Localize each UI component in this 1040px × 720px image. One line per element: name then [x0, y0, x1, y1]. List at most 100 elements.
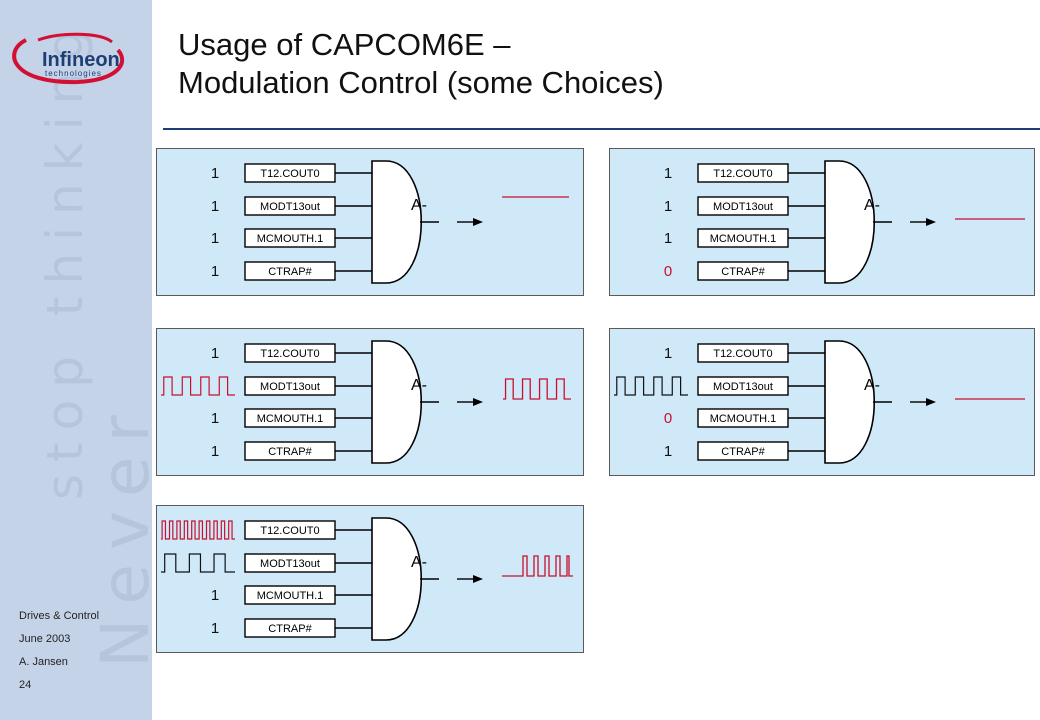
- box-modt13out: [697, 376, 789, 396]
- input-value: 1: [211, 620, 219, 637]
- box-modt13out: [697, 196, 789, 216]
- box-t12-cout0: [244, 163, 336, 183]
- box-ctrap: [697, 261, 789, 281]
- output-waveform: [503, 378, 571, 400]
- input-value: 1: [211, 165, 219, 182]
- and-gate-symbol: [824, 340, 875, 464]
- input-value: 1: [211, 587, 219, 604]
- arrow-head-icon: [926, 218, 936, 226]
- box-mcmouth1: [697, 228, 789, 248]
- footer-author: A. Jansen: [19, 656, 68, 668]
- box-mcmouth1-label: MCMOUTH.1: [257, 233, 324, 245]
- input-value: 1: [211, 263, 219, 280]
- box-ctrap: [244, 618, 336, 638]
- input-value: 1: [211, 345, 219, 362]
- box-t12-cout0: [697, 163, 789, 183]
- box-t12-cout0: [244, 343, 336, 363]
- arrow-head-icon: [926, 398, 936, 406]
- arrow-head-icon: [473, 218, 483, 226]
- output-waveform: [502, 555, 573, 577]
- watermark-stop-thinking: stop thinking: [36, 17, 94, 500]
- input-value: 1: [211, 230, 219, 247]
- gate-label: A-: [864, 197, 880, 214]
- box-mcmouth1: [697, 408, 789, 428]
- box-modt13out-label: MODT13out: [260, 558, 320, 570]
- input-value: 1: [664, 198, 672, 215]
- box-modt13out-label: MODT13out: [713, 201, 773, 213]
- infineon-logo: Infineon technologies: [12, 32, 125, 85]
- box-mcmouth1: [244, 228, 336, 248]
- input-waveform: [161, 376, 235, 396]
- box-ctrap-label: CTRAP#: [268, 623, 312, 635]
- watermark-never: Never: [87, 401, 152, 668]
- and-gate-symbol: [371, 160, 422, 284]
- box-ctrap-label: CTRAP#: [268, 266, 312, 278]
- arrow-head-icon: [473, 575, 483, 583]
- arrow-head-icon: [473, 398, 483, 406]
- box-mcmouth1-label: MCMOUTH.1: [710, 233, 777, 245]
- box-ctrap: [244, 261, 336, 281]
- box-mcmouth1: [244, 408, 336, 428]
- box-modt13out-label: MODT13out: [260, 201, 320, 213]
- input-waveform: [161, 520, 235, 540]
- input-value: 1: [664, 165, 672, 182]
- input-value: 0: [664, 410, 672, 427]
- and-gate-symbol: [371, 340, 422, 464]
- box-t12-cout0-label: T12.COUT0: [260, 348, 319, 360]
- box-t12-cout0-label: T12.COUT0: [260, 525, 319, 537]
- box-ctrap-label: CTRAP#: [721, 266, 765, 278]
- box-t12-cout0-label: T12.COUT0: [260, 168, 319, 180]
- and-gate-symbol: [371, 517, 422, 641]
- input-waveform: [614, 376, 688, 396]
- footer-date: June 2003: [19, 633, 71, 645]
- logo-tagline: technologies: [45, 69, 102, 78]
- and-gate-symbol: [824, 160, 875, 284]
- box-modt13out-label: MODT13out: [260, 381, 320, 393]
- box-mcmouth1-label: MCMOUTH.1: [710, 413, 777, 425]
- slide-title: Usage of CAPCOM6E – Modulation Control (…: [178, 26, 664, 102]
- box-modt13out: [244, 553, 336, 573]
- box-t12-cout0-label: T12.COUT0: [713, 348, 772, 360]
- gate-label: A-: [864, 377, 880, 394]
- box-modt13out: [244, 376, 336, 396]
- input-value: 0: [664, 263, 672, 280]
- gate-label: A-: [411, 197, 427, 214]
- title-divider: [163, 128, 1040, 130]
- input-value: 1: [211, 443, 219, 460]
- slide-title-line2: Modulation Control (some Choices): [178, 65, 664, 100]
- box-mcmouth1: [244, 585, 336, 605]
- box-mcmouth1-label: MCMOUTH.1: [257, 590, 324, 602]
- box-ctrap-label: CTRAP#: [721, 446, 765, 458]
- footer-dept: Drives & Control: [19, 610, 100, 622]
- input-value: 1: [664, 345, 672, 362]
- box-modt13out: [244, 196, 336, 216]
- box-ctrap: [697, 441, 789, 461]
- input-value: 1: [664, 443, 672, 460]
- input-value: 1: [664, 230, 672, 247]
- logo-wordmark: Infineon: [42, 49, 120, 71]
- slide-title-line1: Usage of CAPCOM6E –: [178, 27, 511, 62]
- box-t12-cout0: [697, 343, 789, 363]
- input-value: 1: [211, 410, 219, 427]
- box-mcmouth1-label: MCMOUTH.1: [257, 413, 324, 425]
- footer-page-number: 24: [19, 679, 32, 691]
- gate-label: A-: [411, 554, 427, 571]
- input-waveform: [161, 553, 235, 573]
- box-ctrap-label: CTRAP#: [268, 446, 312, 458]
- box-t12-cout0-label: T12.COUT0: [713, 168, 772, 180]
- sidebar: Never stop thinking Infineon technologie…: [0, 0, 152, 720]
- box-t12-cout0: [244, 520, 336, 540]
- never-stop-thinking-watermark: Never stop thinking: [36, 17, 152, 668]
- input-value: 1: [211, 198, 219, 215]
- box-ctrap: [244, 441, 336, 461]
